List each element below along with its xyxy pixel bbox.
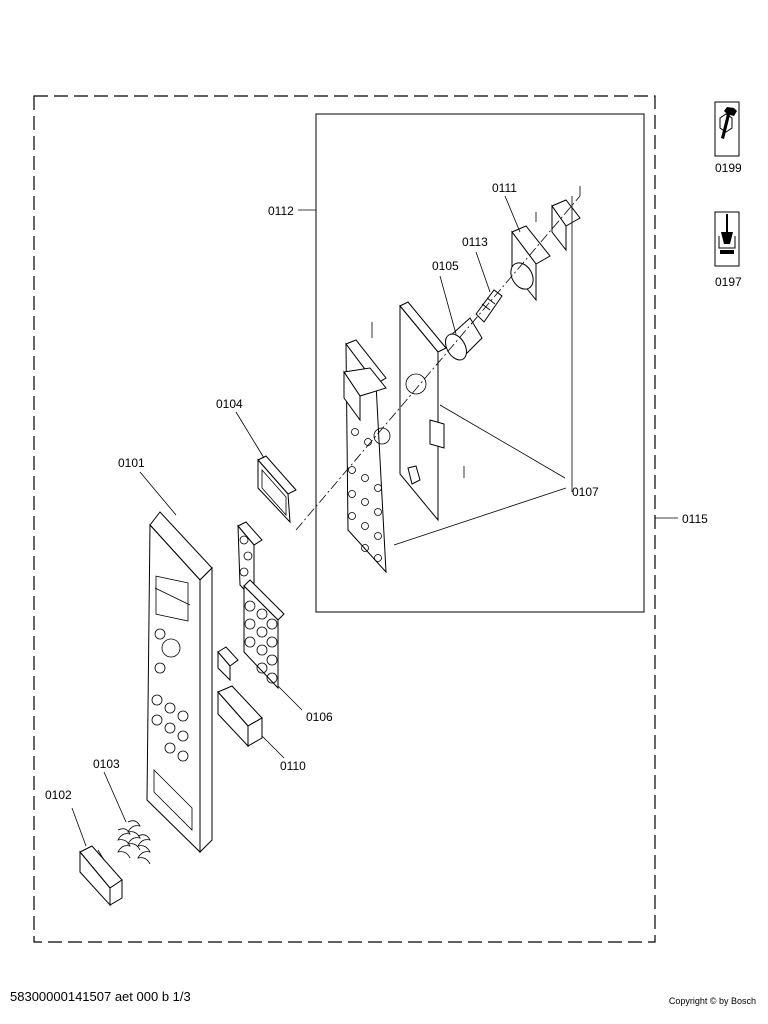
part-0107-pcb-assembly [343,301,567,574]
part-0101-control-panel [146,511,213,854]
label-0110: 0110 [280,759,306,773]
screw-press-icon [714,211,740,267]
assembly-axis-line [295,195,581,531]
label-0106: 0106 [306,710,333,724]
leader-lines [71,195,678,847]
label-0197: 0197 [715,275,742,289]
label-0105: 0105 [432,259,459,273]
part-0111-encoder [510,186,581,492]
label-0103: 0103 [93,757,120,771]
label-0101: 0101 [118,456,145,470]
part-0103-springs [117,820,151,865]
label-0107: 0107 [572,485,599,499]
part-0104-window [257,455,297,524]
wrench-nut-icon [714,101,740,157]
part-0106-keypad [237,521,285,690]
copyright-notice: Copyright © by Bosch [668,996,756,1006]
part-0113-shaft [475,289,503,323]
part-0105-knob [445,317,483,361]
document-code: 58300000141507 aet 000 b 1/3 [10,989,191,1004]
label-0104: 0104 [216,397,243,411]
label-0102: 0102 [45,788,72,802]
label-0111: 0111 [492,181,517,195]
part-0110-switch [217,646,263,748]
part-0102-cap [79,845,123,907]
label-0113: 0113 [462,235,488,249]
label-0115: 0115 [682,512,708,526]
assembly-boundary-0115 [33,95,656,943]
label-0199: 0199 [715,161,742,175]
subassembly-box-0112 [315,113,645,613]
label-0112: 0112 [268,204,294,218]
